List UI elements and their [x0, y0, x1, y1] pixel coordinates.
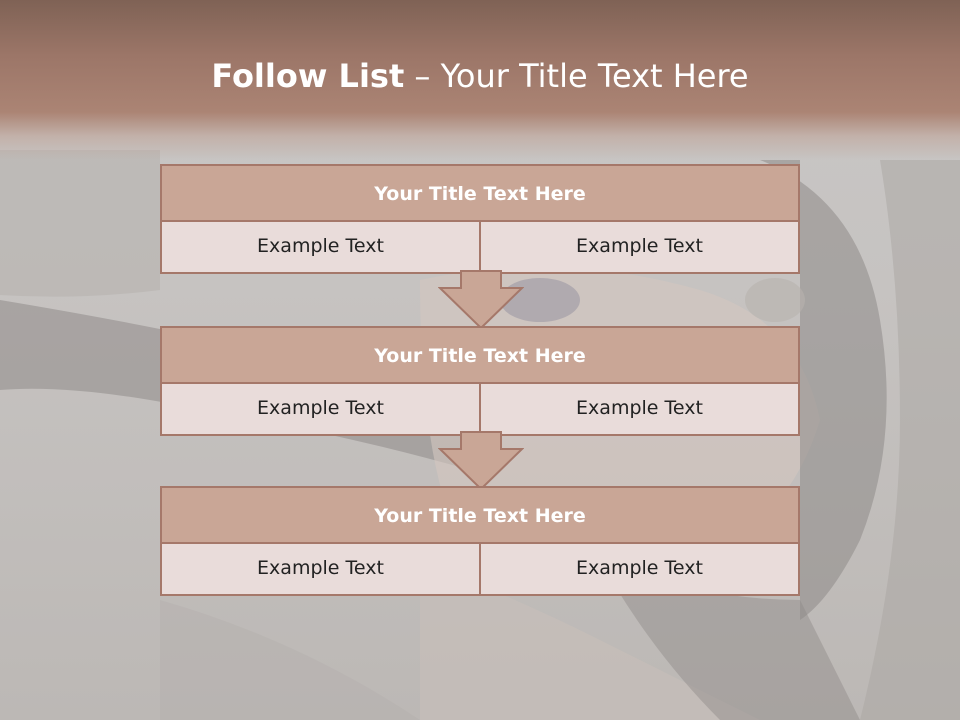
block-row: Example Text Example Text: [162, 222, 798, 272]
block-row: Example Text Example Text: [162, 544, 798, 594]
list-block-2: Your Title Text Here Example Text Exampl…: [160, 326, 800, 436]
down-arrow-icon: [438, 270, 524, 330]
title-bold: Follow List: [211, 57, 405, 95]
list-block-3: Your Title Text Here Example Text Exampl…: [160, 486, 800, 596]
cell-left: Example Text: [162, 222, 481, 272]
down-arrow-icon: [438, 431, 524, 491]
block-title: Your Title Text Here: [162, 166, 798, 222]
block-row: Example Text Example Text: [162, 384, 798, 434]
title-dash: –: [404, 57, 441, 95]
block-title: Your Title Text Here: [162, 488, 798, 544]
cell-right: Example Text: [481, 222, 798, 272]
slide-title: Follow List – Your Title Text Here: [0, 54, 960, 98]
cell-left: Example Text: [162, 384, 481, 434]
cell-right: Example Text: [481, 544, 798, 594]
cell-right: Example Text: [481, 384, 798, 434]
header-band: [0, 0, 960, 160]
title-rest: Your Title Text Here: [440, 57, 749, 95]
block-title: Your Title Text Here: [162, 328, 798, 384]
cell-left: Example Text: [162, 544, 481, 594]
list-block-1: Your Title Text Here Example Text Exampl…: [160, 164, 800, 274]
